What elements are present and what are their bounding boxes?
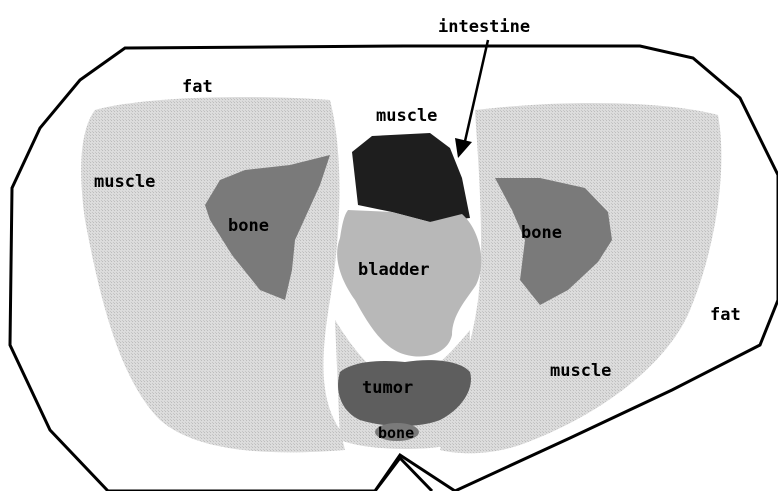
label-muscle-left: muscle	[94, 172, 155, 192]
label-fat-top: fat	[182, 77, 213, 97]
label-muscle-top: muscle	[376, 106, 437, 126]
muscle-region-right	[440, 103, 721, 453]
label-intestine: intestine	[438, 17, 530, 37]
label-tumor: tumor	[362, 378, 413, 398]
label-muscle-right: muscle	[550, 361, 611, 381]
label-fat-right: fat	[710, 305, 741, 325]
label-bone-right: bone	[521, 223, 562, 243]
label-bone-bottom: bone	[378, 424, 414, 442]
label-bone-left: bone	[228, 216, 269, 236]
label-bladder: bladder	[358, 260, 430, 280]
